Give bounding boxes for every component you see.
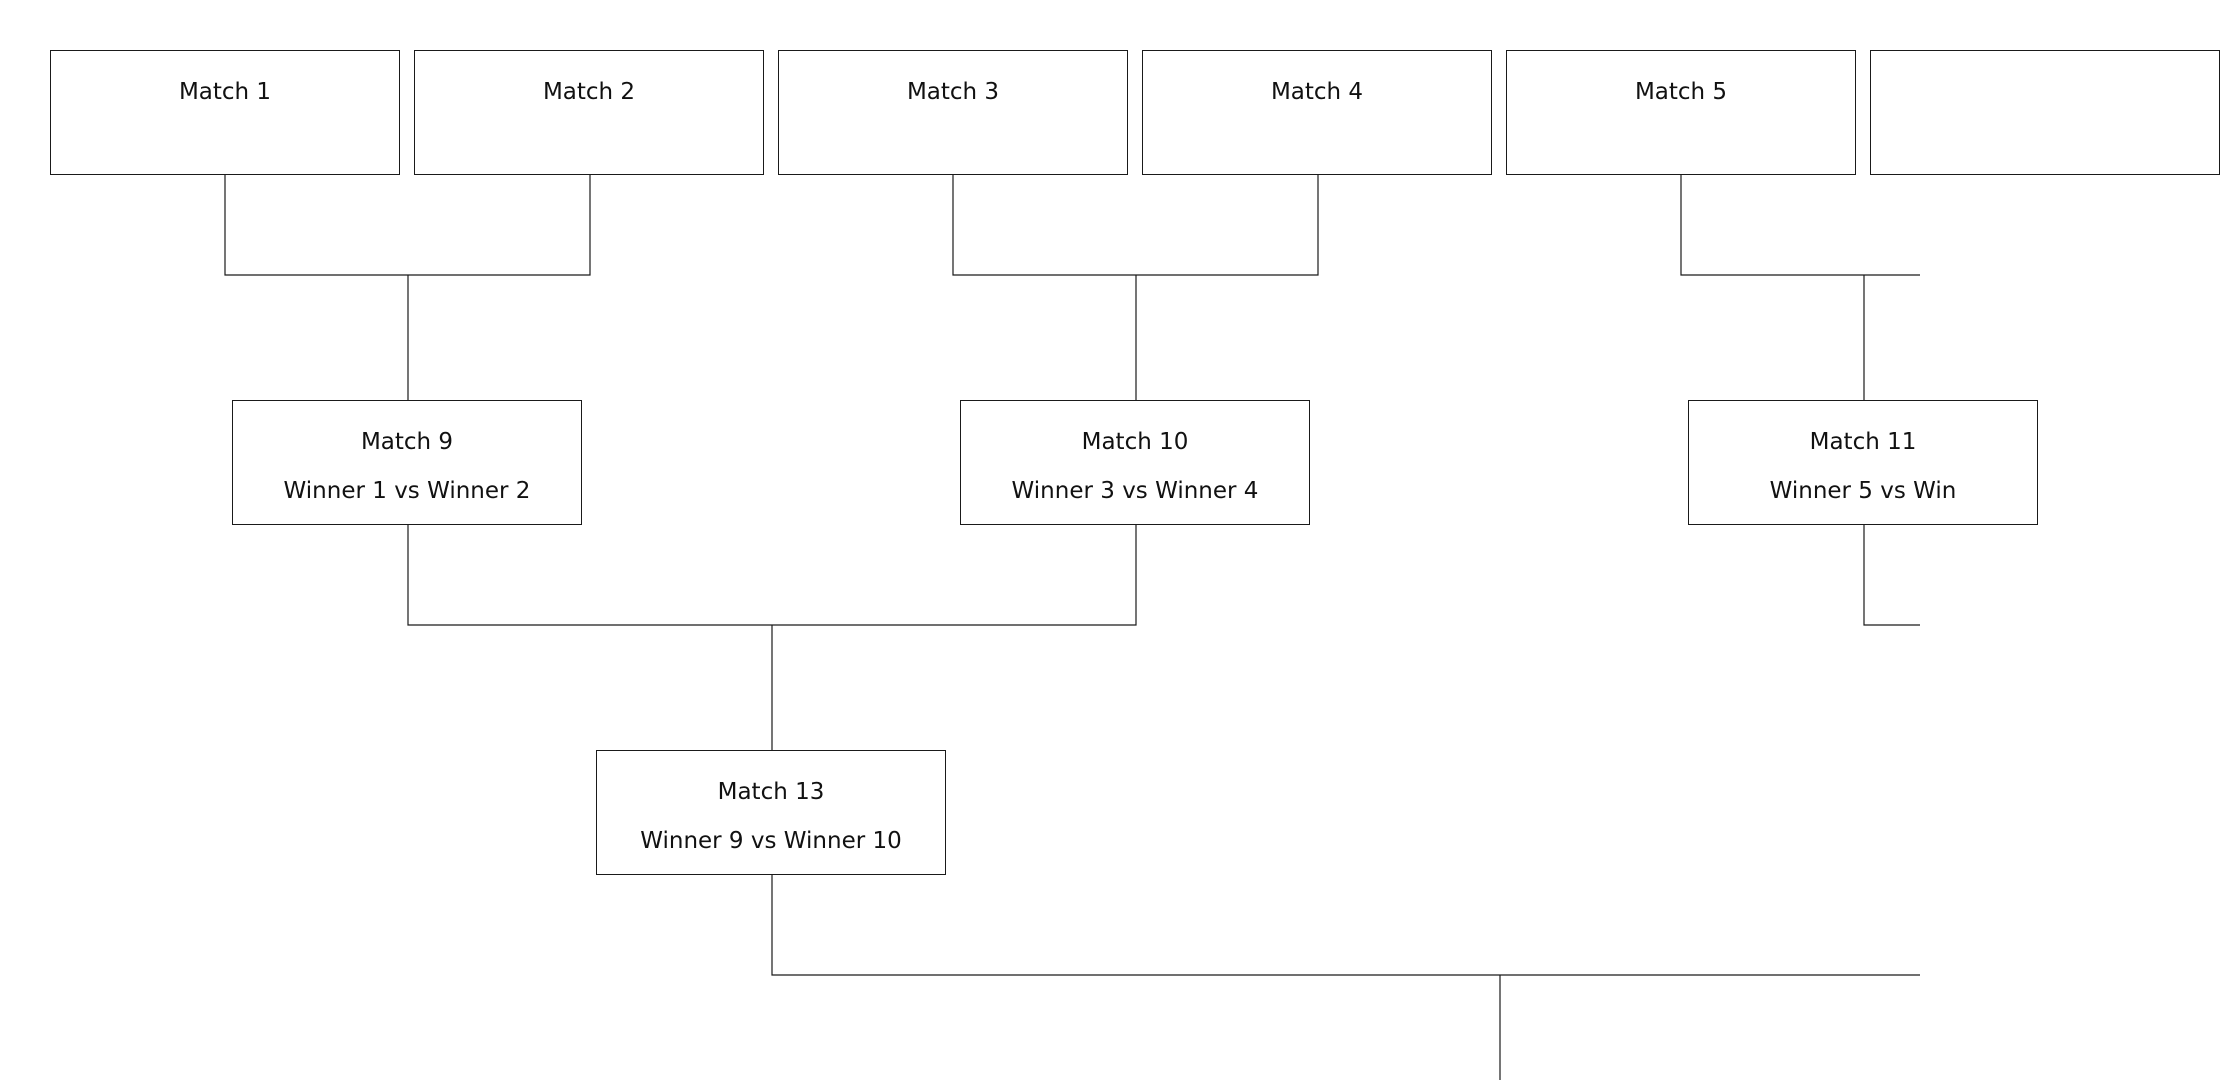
match-title: Match 3	[906, 79, 1000, 105]
match-subtitle: Winner 3 vs Winner 4	[1011, 478, 1259, 504]
bracket-canvas: Match 1 Match 2 Match 3 Match 4 Match 5 …	[50, 50, 2220, 1080]
match-subtitle: Winner 5 vs Win	[1769, 478, 1957, 504]
connector-m13-final	[771, 875, 1920, 1080]
match-4-card[interactable]: Match 4	[1142, 50, 1492, 175]
match-title: Match 11	[1809, 429, 1917, 455]
match-title: Match 13	[717, 779, 825, 805]
match-title: Match 2	[542, 79, 636, 105]
match-3-card[interactable]: Match 3	[778, 50, 1128, 175]
connector-m9-m10	[407, 525, 1137, 750]
match-11-card[interactable]: Match 11 Winner 5 vs Win	[1688, 400, 2038, 525]
match-title: Match 10	[1081, 429, 1189, 455]
connector-m5-m6	[1680, 175, 1920, 400]
match-10-card[interactable]: Match 10 Winner 3 vs Winner 4	[960, 400, 1310, 525]
bracket-connectors	[224, 175, 1920, 1080]
connector-m1-m2	[224, 175, 591, 400]
match-13-card[interactable]: Match 13 Winner 9 vs Winner 10	[596, 750, 946, 875]
match-title: Match 4	[1270, 79, 1364, 105]
match-subtitle: Winner 1 vs Winner 2	[283, 478, 531, 504]
match-title: Match 5	[1634, 79, 1728, 105]
match-1-card[interactable]: Match 1	[50, 50, 400, 175]
match-title: Match 9	[360, 429, 454, 455]
match-subtitle: Winner 9 vs Winner 10	[640, 828, 902, 854]
match-title: Match 1	[178, 79, 272, 105]
match-5-card[interactable]: Match 5	[1506, 50, 1856, 175]
connector-m11-down	[1863, 525, 1920, 626]
connector-m3-m4	[952, 175, 1319, 400]
match-2-card[interactable]: Match 2	[414, 50, 764, 175]
match-6-card[interactable]	[1870, 50, 2220, 175]
match-9-card[interactable]: Match 9 Winner 1 vs Winner 2	[232, 400, 582, 525]
